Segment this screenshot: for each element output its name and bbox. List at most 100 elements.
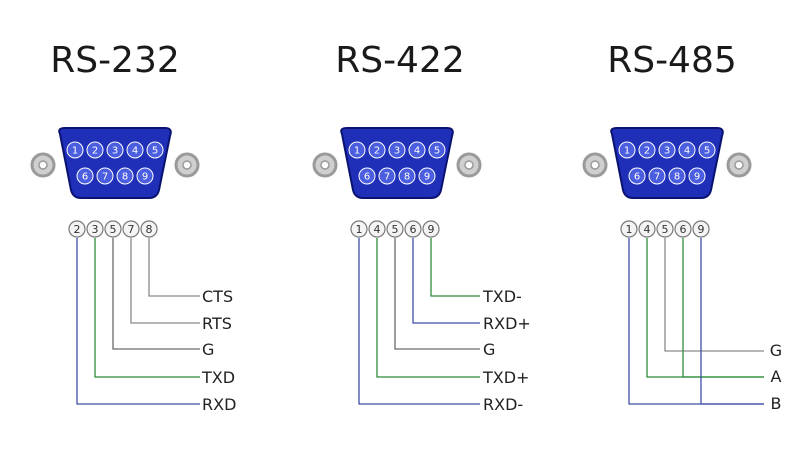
db9-pin-9: 9 <box>136 167 154 185</box>
db9-pin-3: 3 <box>658 141 676 159</box>
svg-text:7: 7 <box>384 172 390 183</box>
pin-circle-rs232-5: 5 <box>104 220 122 238</box>
svg-text:3: 3 <box>664 146 670 157</box>
db9-pin-6: 6 <box>76 167 94 185</box>
svg-text:1: 1 <box>354 146 360 157</box>
db9-pin-7: 7 <box>96 167 114 185</box>
signal-label-rs422-txd+: TXD+ <box>482 368 529 387</box>
db9-pin-7: 7 <box>378 167 396 185</box>
svg-text:3: 3 <box>394 146 400 157</box>
screw-left-icon <box>312 152 338 178</box>
svg-text:2: 2 <box>644 146 650 157</box>
db9-pin-3: 3 <box>106 141 124 159</box>
svg-text:4: 4 <box>414 146 420 157</box>
wire-rs485-G-5 <box>664 238 764 352</box>
screw-right-icon <box>726 152 752 178</box>
wire-rs232-CTS-8 <box>148 238 200 297</box>
svg-text:2: 2 <box>92 146 98 157</box>
svg-text:5: 5 <box>110 223 117 236</box>
signal-label-rs232-rxd: RXD <box>202 395 236 414</box>
wire-rs485-B-9 <box>700 238 764 405</box>
svg-text:6: 6 <box>410 223 417 236</box>
db9-pin-6: 6 <box>358 167 376 185</box>
svg-text:8: 8 <box>404 172 410 183</box>
db9-pin-5: 5 <box>428 141 446 159</box>
pin-circle-rs422-1: 1 <box>350 220 368 238</box>
svg-text:2: 2 <box>74 223 81 236</box>
db9-pin-3: 3 <box>388 141 406 159</box>
svg-text:6: 6 <box>364 172 370 183</box>
pin-circle-rs485-4: 4 <box>638 220 656 238</box>
pin-circle-rs422-6: 6 <box>404 220 422 238</box>
pin-circle-rs485-5: 5 <box>656 220 674 238</box>
svg-text:5: 5 <box>704 146 710 157</box>
db9-pin-4: 4 <box>678 141 696 159</box>
svg-text:4: 4 <box>644 223 651 236</box>
db9-pin-2: 2 <box>86 141 104 159</box>
svg-text:8: 8 <box>122 172 128 183</box>
signal-label-rs232-g: G <box>202 340 214 359</box>
wire-rs232-RTS-7 <box>130 238 200 324</box>
title-rs485: RS-485 <box>607 40 737 81</box>
wire-rs485-B-1 <box>628 238 764 405</box>
svg-text:3: 3 <box>112 146 118 157</box>
svg-text:5: 5 <box>392 223 399 236</box>
svg-text:5: 5 <box>152 146 158 157</box>
db9-pin-8: 8 <box>116 167 134 185</box>
svg-text:9: 9 <box>694 172 700 183</box>
signal-label-rs422-g: G <box>483 340 495 359</box>
db9-pin-1: 1 <box>618 141 636 159</box>
svg-text:1: 1 <box>626 223 633 236</box>
wire-rs485-A-6 <box>682 238 764 378</box>
svg-text:8: 8 <box>146 223 153 236</box>
wire-rs422-RXD+-6 <box>412 238 480 324</box>
pin-circle-rs232-3: 3 <box>86 220 104 238</box>
svg-text:6: 6 <box>82 172 88 183</box>
db9-pin-9: 9 <box>418 167 436 185</box>
signal-label-rs422-rxd-: RXD- <box>483 395 523 414</box>
svg-text:9: 9 <box>698 223 705 236</box>
svg-text:7: 7 <box>102 172 108 183</box>
svg-text:4: 4 <box>684 146 690 157</box>
signal-label-rs232-rts: RTS <box>202 314 232 333</box>
svg-text:3: 3 <box>92 223 99 236</box>
db9-pin-7: 7 <box>648 167 666 185</box>
svg-text:2: 2 <box>374 146 380 157</box>
svg-text:1: 1 <box>356 223 363 236</box>
pin-circle-rs485-1: 1 <box>620 220 638 238</box>
connector-body <box>340 127 454 199</box>
pin-circle-rs422-4: 4 <box>368 220 386 238</box>
db9-pin-4: 4 <box>408 141 426 159</box>
signal-label-rs422-rxd+: RXD+ <box>483 314 531 333</box>
svg-text:9: 9 <box>424 172 430 183</box>
db9-pin-2: 2 <box>368 141 386 159</box>
connector-body <box>610 127 724 199</box>
wire-rs232-TXD-3 <box>94 238 200 378</box>
svg-text:7: 7 <box>654 172 660 183</box>
db9-pin-5: 5 <box>698 141 716 159</box>
svg-text:8: 8 <box>674 172 680 183</box>
screw-right-icon <box>456 152 482 178</box>
db9-pin-4: 4 <box>126 141 144 159</box>
svg-text:5: 5 <box>662 223 669 236</box>
screw-left-icon <box>30 152 56 178</box>
db9-pin-1: 1 <box>348 141 366 159</box>
svg-text:6: 6 <box>680 223 687 236</box>
db9-pin-9: 9 <box>688 167 706 185</box>
signal-label-rs232-cts: CTS <box>202 287 233 306</box>
connector-body <box>58 127 172 199</box>
svg-text:9: 9 <box>428 223 435 236</box>
pin-circle-rs232-7: 7 <box>122 220 140 238</box>
db9-pin-2: 2 <box>638 141 656 159</box>
signal-label-rs485-b: B <box>771 394 782 413</box>
db9-pin-8: 8 <box>398 167 416 185</box>
pin-circle-rs485-9: 9 <box>692 220 710 238</box>
wire-rs422-TXD--9 <box>430 238 480 297</box>
db9-pin-6: 6 <box>628 167 646 185</box>
wire-rs422-RXD--1 <box>358 238 480 405</box>
svg-text:7: 7 <box>128 223 135 236</box>
